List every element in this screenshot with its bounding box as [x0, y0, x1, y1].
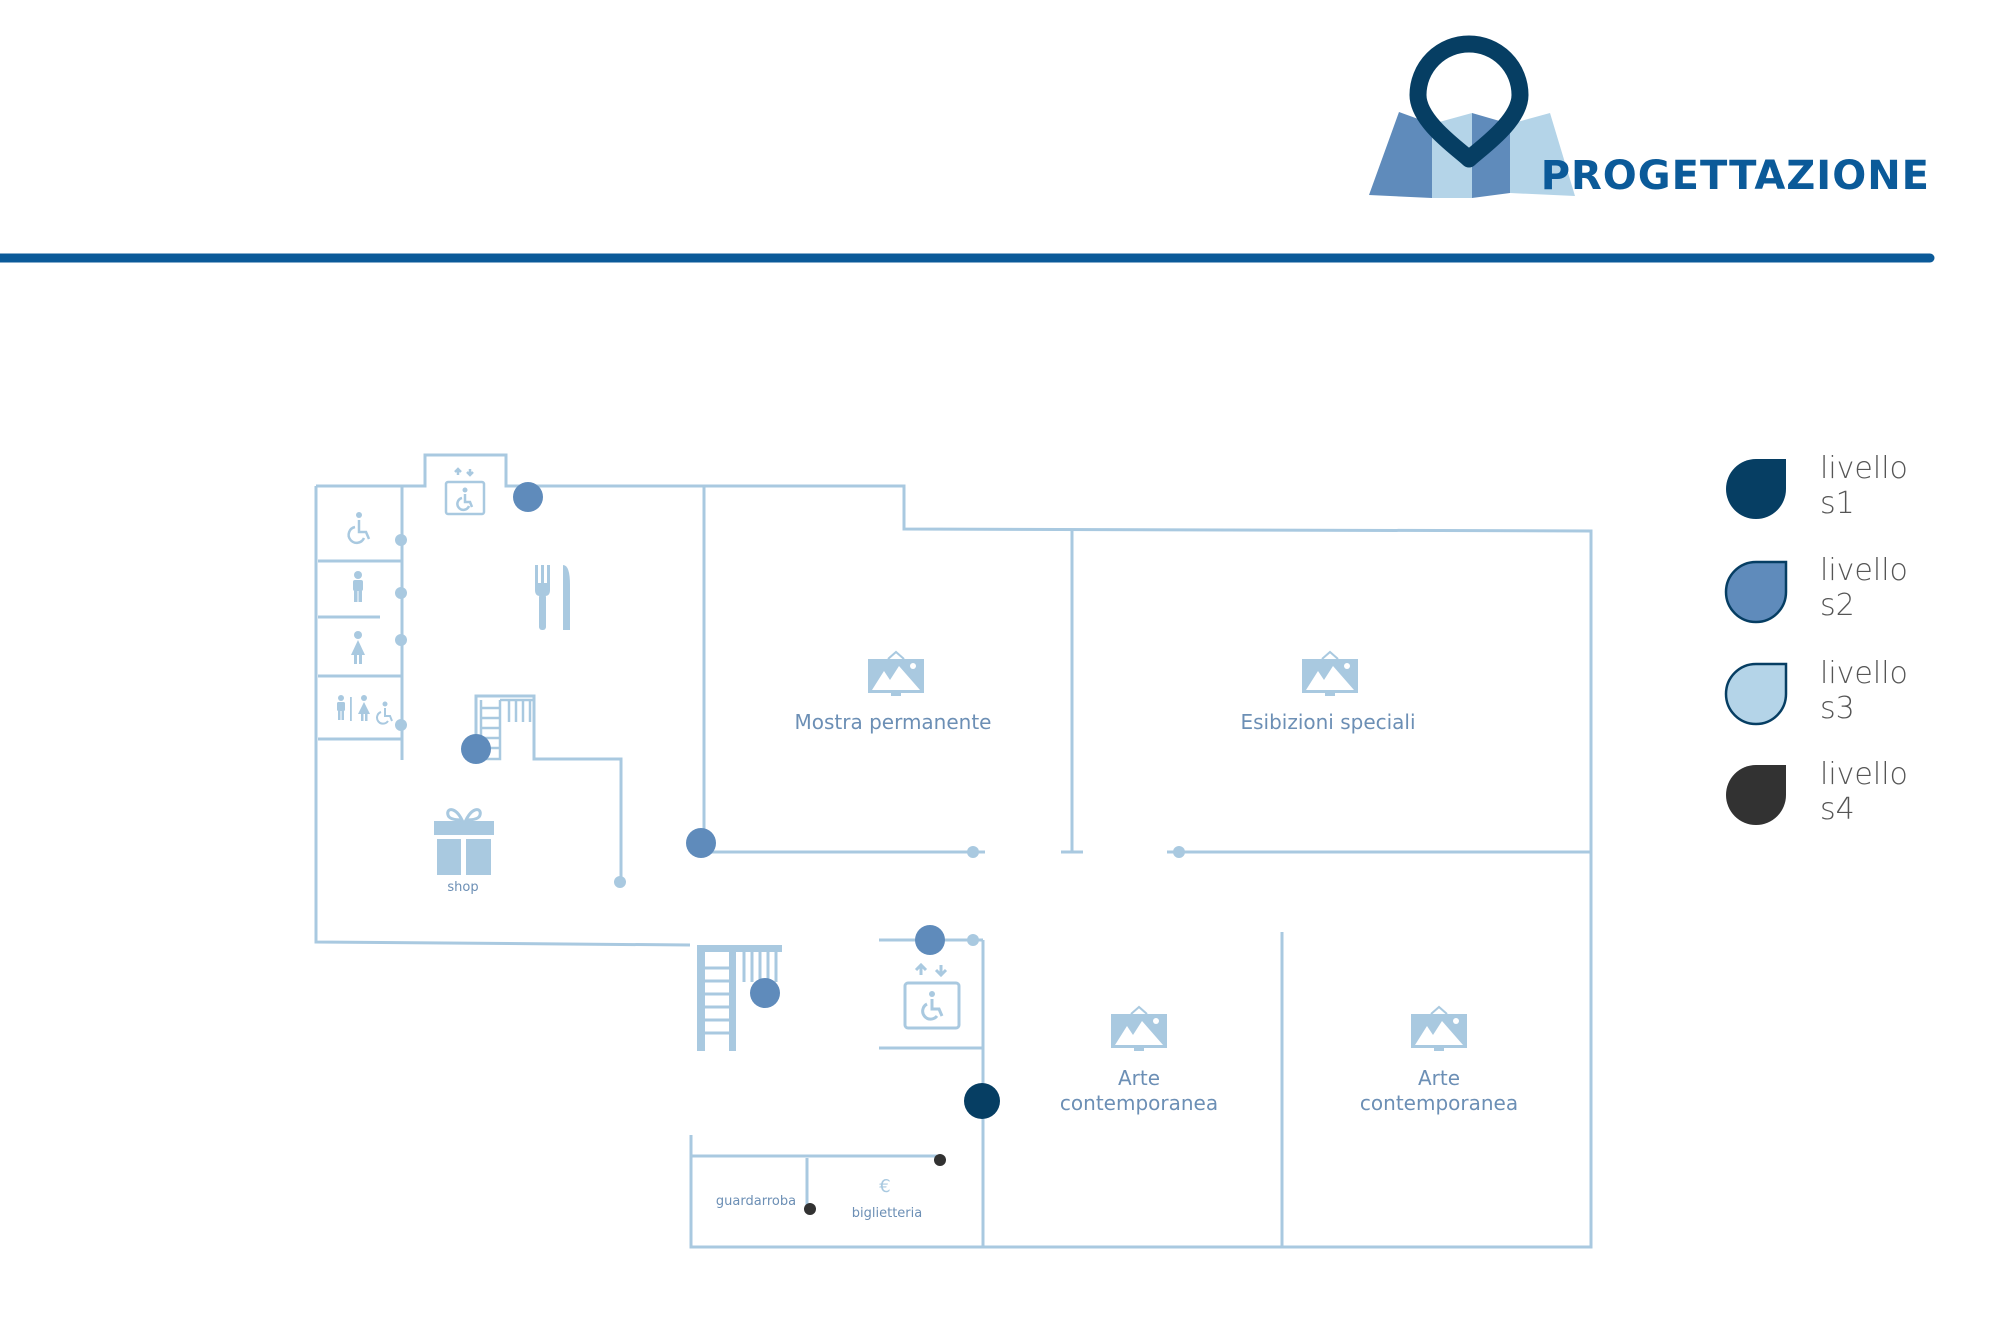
level-marker-s2[interactable] — [750, 978, 780, 1008]
room-label-arte-2-line1: Arte — [1418, 1066, 1460, 1090]
room-label-arte-1-line1: Arte — [1118, 1066, 1160, 1090]
legend-item-s1: livello s1 — [1726, 451, 1908, 521]
page-title: PROGETTAZIONE — [1541, 153, 1930, 199]
legend: livello s1 livello s2 livello s3 livello… — [1724, 451, 1908, 827]
biglietteria-label: biglietteria — [852, 1206, 922, 1221]
picture-icon — [1302, 650, 1358, 696]
legend-swatch-s2 — [1724, 560, 1788, 624]
euro-icon: € — [879, 1176, 890, 1197]
legend-label-line2: s4 — [1820, 792, 1855, 827]
restaurant-icon — [535, 565, 570, 630]
legend-label-line2: s3 — [1820, 691, 1855, 726]
wheelchair-icon — [347, 512, 371, 545]
room-label-arte-1-line2: contemporanea — [1060, 1091, 1218, 1115]
legend-label-line2: s2 — [1820, 588, 1855, 623]
level-marker-s2[interactable] — [461, 734, 491, 764]
legend-label-line1: livello — [1820, 757, 1908, 792]
legend-swatch-s4 — [1726, 765, 1786, 825]
picture-icon — [1411, 1005, 1467, 1051]
legend-swatch-s1 — [1726, 459, 1786, 519]
legend-item-s3: livello s3 — [1724, 656, 1908, 726]
male-toilet-icon — [353, 571, 363, 602]
gift-icon — [434, 808, 494, 875]
level-markers — [461, 482, 1000, 1215]
legend-swatch-s3 — [1724, 662, 1788, 726]
level-marker-s4[interactable] — [804, 1203, 816, 1215]
guardaroba-label: guardarroba — [716, 1194, 796, 1209]
restroom-icon — [337, 695, 393, 725]
shop-label: shop — [447, 880, 478, 895]
level-marker-s2[interactable] — [915, 925, 945, 955]
level-marker-s4[interactable] — [934, 1154, 946, 1166]
legend-label-line1: livello — [1820, 451, 1908, 486]
legend-label-line1: livello — [1820, 553, 1908, 588]
legend-label-line1: livello — [1820, 656, 1908, 691]
elevator-icon — [444, 467, 486, 516]
level-marker-s1[interactable] — [964, 1083, 1000, 1119]
lower-stairs-icon — [697, 945, 782, 1051]
picture-icon — [1111, 1005, 1167, 1051]
logo — [1369, 35, 1575, 198]
wall-endpoints — [395, 534, 1185, 946]
room-label-arte-2-line2: contemporanea — [1360, 1091, 1518, 1115]
legend-label-line2: s1 — [1820, 486, 1855, 521]
level-marker-s2[interactable] — [513, 482, 543, 512]
legend-item-s2: livello s2 — [1724, 553, 1908, 624]
map-pin-logo-icon — [1369, 35, 1575, 198]
level-marker-s2[interactable] — [686, 828, 716, 858]
picture-icon — [868, 650, 924, 696]
lower-elevator-icon — [903, 962, 961, 1030]
room-label-esibizioni: Esibizioni speciali — [1240, 710, 1415, 734]
floor-plan-walls — [314, 453, 1593, 1249]
female-toilet-icon — [351, 631, 365, 664]
room-label-mostra: Mostra permanente — [794, 710, 991, 734]
legend-item-s4: livello s4 — [1726, 757, 1908, 827]
